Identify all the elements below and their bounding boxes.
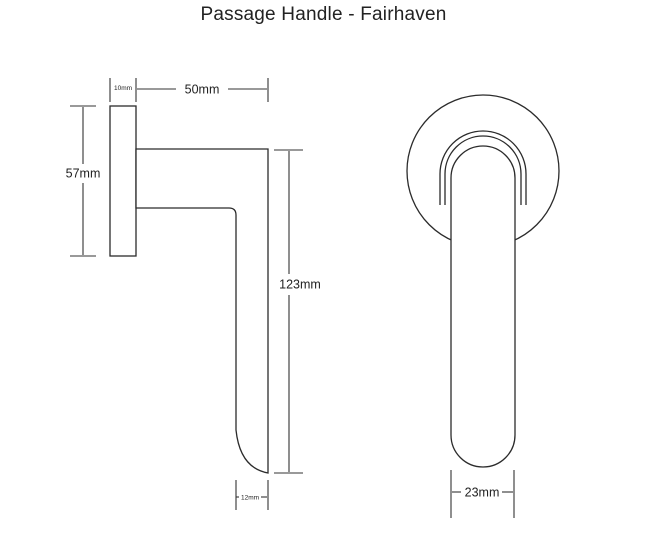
lever-neck-outline <box>444 135 522 205</box>
lever-tip-label: 12mm <box>241 495 259 502</box>
rose-side-profile <box>109 105 137 257</box>
dimension-rose-height: 57mm <box>66 105 101 257</box>
lever-width-label: 23mm <box>465 486 500 500</box>
lever-side-profile <box>135 148 269 474</box>
dimension-lever-tip: 12mm <box>235 480 269 510</box>
projection-label: 50mm <box>185 83 220 97</box>
rose-thickness-label: 10mm <box>114 85 132 92</box>
rose-inner-ring <box>439 130 527 205</box>
page-title: Passage Handle - Fairhaven <box>200 4 447 25</box>
front-view <box>406 94 560 468</box>
dimension-lever-length: 123mm <box>274 149 321 474</box>
lever-front-body <box>450 145 516 468</box>
dimension-rose-thickness: 10mm <box>109 78 137 102</box>
dimension-projection: 50mm <box>137 78 269 102</box>
lever-length-label: 123mm <box>279 278 321 292</box>
rose-height-label: 57mm <box>66 167 101 181</box>
dimension-lever-width: 23mm <box>450 470 515 518</box>
side-view <box>109 105 269 474</box>
